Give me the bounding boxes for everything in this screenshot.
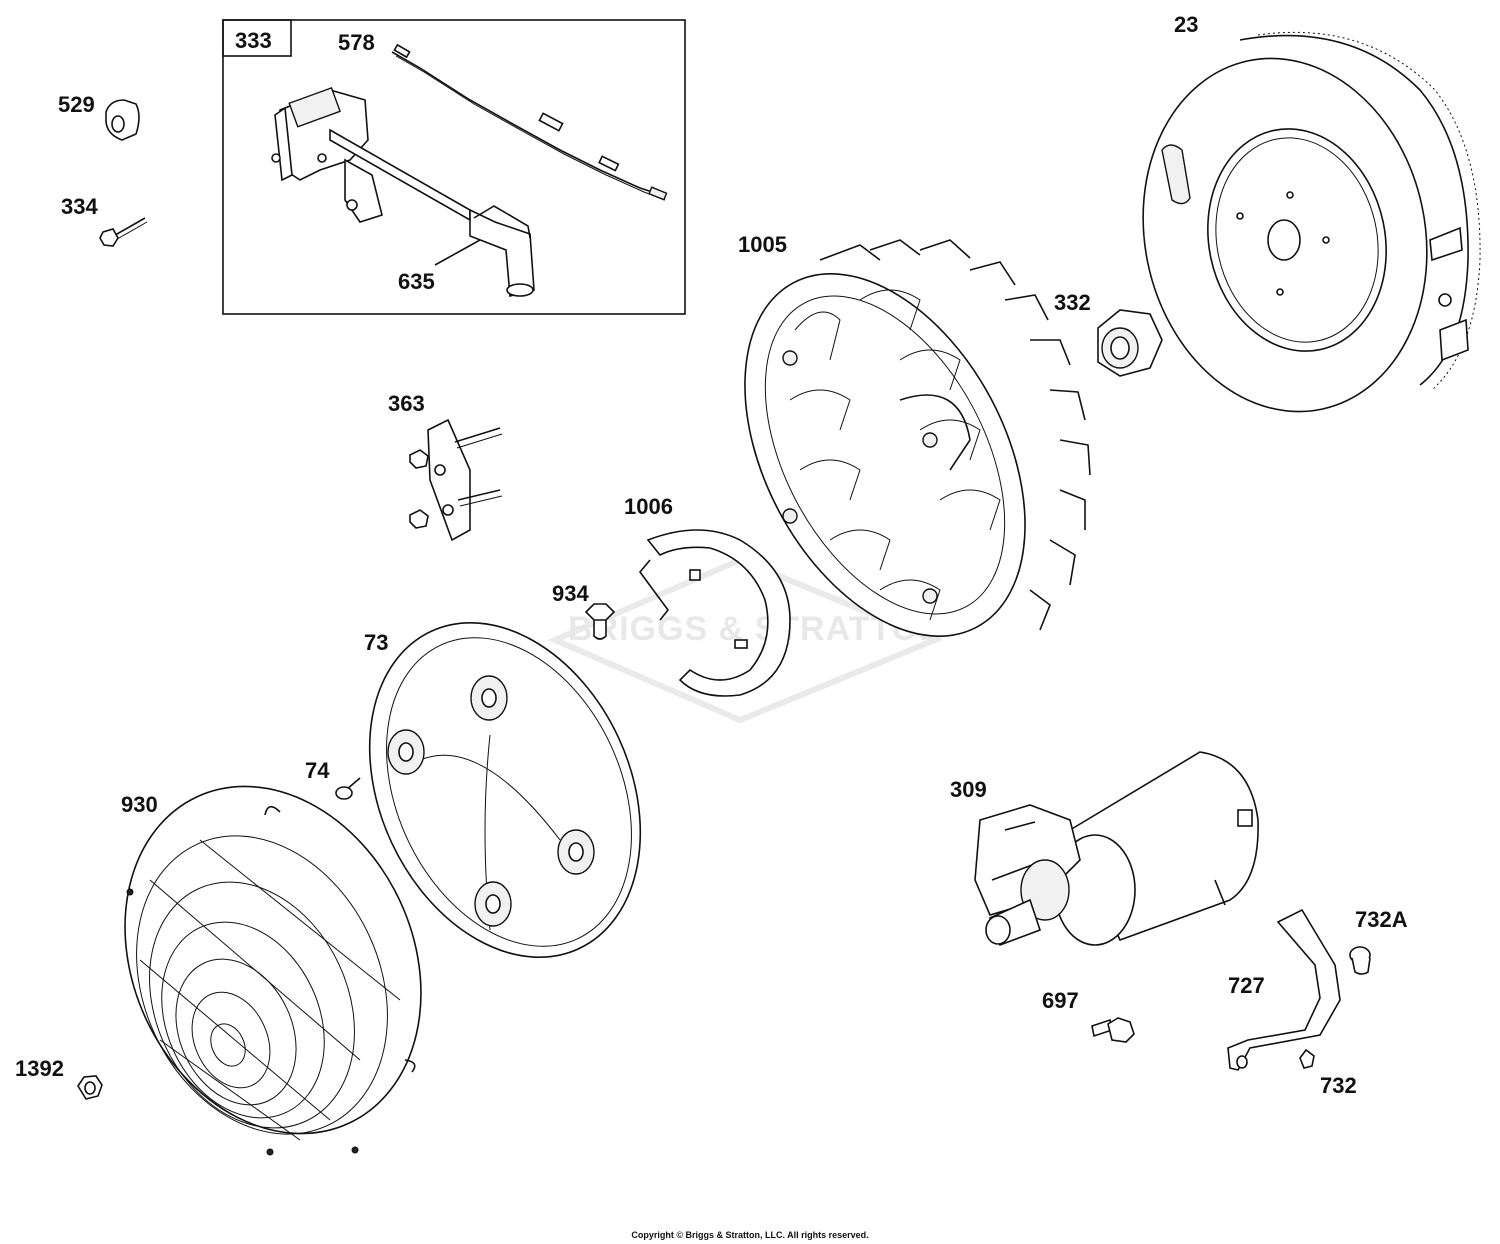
label-732a: 732A bbox=[1355, 907, 1408, 932]
label-74: 74 bbox=[305, 758, 330, 783]
bracket-363 bbox=[409, 418, 503, 542]
copyright-notice: Copyright © Briggs & Stratton, LLC. All … bbox=[631, 1230, 868, 1240]
label-1392: 1392 bbox=[15, 1056, 64, 1081]
label-23: 23 bbox=[1174, 12, 1198, 37]
fan-rotor-1005 bbox=[744, 239, 1091, 637]
nut-332 bbox=[1097, 309, 1163, 377]
label-73: 73 bbox=[364, 630, 388, 655]
starter-motor-309 bbox=[974, 751, 1259, 947]
label-697: 697 bbox=[1042, 988, 1079, 1013]
label-333: 333 bbox=[235, 28, 272, 53]
label-363: 363 bbox=[388, 391, 425, 416]
key-529 bbox=[105, 99, 140, 141]
label-332: 332 bbox=[1054, 290, 1091, 315]
flywheel-23 bbox=[1142, 31, 1481, 413]
label-727: 727 bbox=[1228, 973, 1265, 998]
nut-1392 bbox=[77, 1075, 103, 1100]
kit-box-333 bbox=[222, 19, 686, 315]
nut-732 bbox=[1299, 1048, 1315, 1069]
leader-line-635 bbox=[434, 239, 481, 266]
bolt-697 bbox=[1091, 1017, 1135, 1043]
label-635: 635 bbox=[398, 269, 435, 294]
label-1005: 1005 bbox=[738, 232, 787, 257]
label-334: 334 bbox=[61, 194, 98, 219]
screw-74 bbox=[335, 777, 361, 800]
screw-334 bbox=[99, 217, 148, 247]
grille-930 bbox=[124, 785, 422, 1156]
blower-cover-73 bbox=[368, 622, 642, 958]
label-930: 930 bbox=[121, 792, 158, 817]
wire-harness-578 bbox=[391, 43, 668, 201]
label-934: 934 bbox=[552, 581, 589, 606]
bracket-727 bbox=[1227, 908, 1341, 1071]
label-1006: 1006 bbox=[624, 494, 673, 519]
nut-732a bbox=[1349, 946, 1371, 975]
bolt-934 bbox=[584, 603, 616, 640]
label-309: 309 bbox=[950, 777, 987, 802]
label-732: 732 bbox=[1320, 1073, 1357, 1098]
label-529: 529 bbox=[58, 92, 95, 117]
shroud-ring-1006 bbox=[638, 529, 791, 697]
label-578: 578 bbox=[338, 30, 375, 55]
ignition-armature-333 bbox=[271, 86, 535, 298]
